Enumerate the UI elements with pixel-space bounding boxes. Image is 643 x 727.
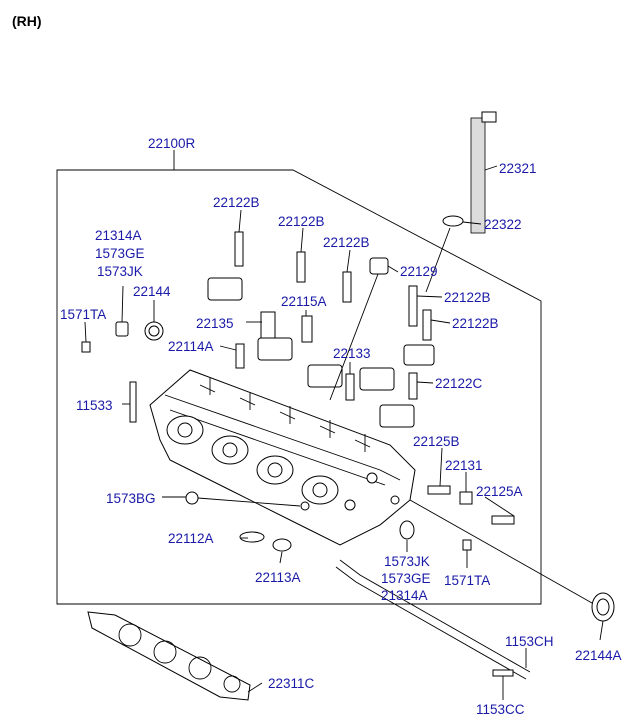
sleeve-22115A — [301, 315, 313, 343]
nut-22131 — [459, 491, 473, 505]
stud-1153CC — [492, 669, 514, 677]
stud-11533 — [129, 381, 137, 423]
long-head-bolt — [470, 117, 486, 234]
label-22122B-4: 22122B — [444, 290, 491, 305]
pin-22114A — [235, 343, 245, 369]
region-label: (RH) — [12, 13, 42, 29]
label-1573GE-top: 1573GE — [95, 246, 145, 261]
label-21314A-top: 21314A — [95, 228, 142, 243]
label-11533: 11533 — [76, 398, 113, 413]
gasket-22112A — [239, 531, 265, 543]
label-22131: 22131 — [445, 458, 483, 473]
label-22311C: 22311C — [268, 676, 315, 691]
label-1573JK-top: 1573JK — [97, 264, 143, 279]
plug-left — [115, 321, 129, 337]
label-22100R: 22100R — [148, 136, 196, 151]
label-22114A: 22114A — [168, 339, 214, 354]
label-1153CH: 1153CH — [505, 634, 554, 649]
leader-lines — [84, 150, 604, 700]
label-22135: 22135 — [196, 316, 234, 331]
label-1153CC: 1153CC — [476, 702, 525, 717]
label-22125B: 22125B — [413, 434, 460, 449]
plug-1573JK-bottom — [399, 520, 415, 540]
label-1573BG: 1573BG — [106, 491, 156, 506]
label-22122B-2: 22122B — [278, 214, 325, 229]
head-gasket — [87, 611, 251, 701]
camshaft-caps — [207, 277, 435, 428]
label-22144: 22144 — [133, 284, 171, 299]
cylinder-head-body — [149, 369, 416, 546]
label-22125A: 22125A — [476, 484, 523, 499]
label-22133: 22133 — [333, 346, 371, 361]
label-22129: 22129 — [400, 264, 438, 279]
label-22122B-3: 22122B — [323, 235, 370, 250]
bolt-22125B — [427, 485, 451, 495]
label-22321: 22321 — [499, 161, 537, 176]
part-labels: 22100R 22321 22322 22122B 22122B 22122B … — [60, 136, 622, 717]
label-1571TA-left: 1571TA — [60, 307, 106, 322]
label-22122B-1: 22122B — [213, 195, 260, 210]
gasket-22113A — [272, 538, 292, 552]
bolt-1571TA-right — [462, 539, 472, 551]
label-21314A-bottom: 21314A — [381, 588, 428, 603]
label-22115A: 22115A — [281, 294, 327, 309]
tappet-22135 — [260, 311, 276, 339]
bolt-washer — [442, 215, 464, 227]
label-22122B-5: 22122B — [452, 316, 499, 331]
head-bolts — [234, 231, 432, 400]
label-22112A: 22112A — [168, 531, 214, 546]
assembly-boundary — [56, 169, 542, 605]
label-22144A: 22144A — [575, 648, 622, 663]
label-1573JK-bottom: 1573JK — [384, 554, 430, 569]
pin-22133 — [345, 373, 355, 401]
bolt-22125A — [491, 515, 515, 525]
label-1573GE-bottom: 1573GE — [381, 571, 431, 586]
label-22322: 22322 — [484, 217, 522, 232]
label-22122C: 22122C — [435, 376, 483, 391]
bolt-1571TA-left — [81, 341, 91, 353]
cap-plug — [369, 257, 389, 275]
plug-1573BG — [185, 491, 199, 505]
label-22113A: 22113A — [255, 570, 301, 585]
label-1571TA-right: 1571TA — [444, 573, 490, 588]
bolt-head-icon — [481, 111, 497, 123]
